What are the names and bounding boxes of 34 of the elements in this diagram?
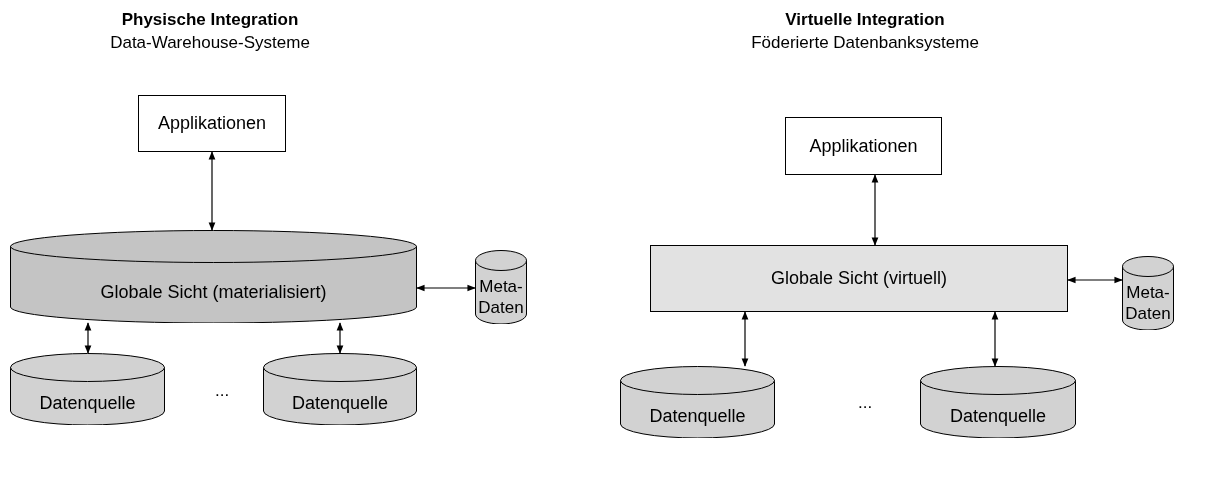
global-view-cylinder [10, 230, 417, 323]
section-title: Virtuelle Integration [784, 9, 946, 31]
node-label: Applikationen [157, 112, 267, 135]
data-source-cylinder [263, 353, 417, 425]
ellipsis: ... [858, 392, 873, 414]
section-subtitle: Data-Warehouse-Systeme [110, 32, 310, 55]
double-arrow [991, 311, 999, 367]
metadata-cylinder [475, 250, 527, 324]
double-arrow [84, 322, 92, 354]
data-source-cylinder [920, 366, 1076, 438]
node-label: Datenquelle [291, 391, 389, 415]
global-view-box [650, 245, 1068, 312]
node-label: Datenquelle [949, 404, 1047, 428]
double-arrow [741, 311, 749, 367]
application-box [138, 95, 286, 152]
node-label: Globale Sicht (materialisiert) [100, 281, 327, 304]
ellipsis: ... [215, 380, 230, 402]
node-label: Meta-Daten [477, 275, 525, 319]
double-arrow [871, 174, 879, 246]
double-arrow [416, 284, 476, 292]
node-label: Applikationen [809, 134, 918, 158]
application-box [785, 117, 942, 175]
data-source-cylinder [10, 353, 165, 425]
node-label: Globale Sicht (virtuell) [770, 267, 948, 290]
double-arrow [1067, 276, 1123, 284]
node-label: Meta-Daten [1124, 281, 1172, 325]
double-arrow [336, 322, 344, 354]
section-title: Physische Integration [120, 9, 300, 31]
metadata-cylinder [1122, 256, 1174, 330]
node-label: Datenquelle [39, 391, 136, 415]
data-source-cylinder [620, 366, 775, 438]
node-label: Datenquelle [649, 404, 746, 428]
double-arrow [208, 151, 216, 231]
section-subtitle: Föderierte Datenbanksysteme [751, 32, 979, 55]
